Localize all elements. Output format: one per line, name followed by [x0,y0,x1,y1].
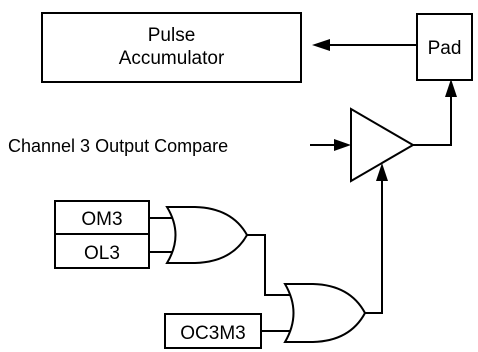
channel3-output-compare-input: Channel 3 Output Compare [8,136,351,156]
pad-block: Pad [416,13,473,81]
om3-label: OM3 [81,209,122,230]
oc3m3-label: OC3M3 [180,323,245,344]
or-gate-1 [165,206,249,264]
or2-to-buffer-arrow [365,163,388,314]
ol3-label: OL3 [84,243,120,264]
pad-box [416,13,473,81]
or-gate-2 [283,283,367,343]
buffer-control-arrowhead [376,163,388,181]
pulse-accumulator-label-line1: Pulse [148,25,196,46]
oc3m3-box [164,313,262,349]
om3-box [54,200,150,235]
buffer-to-pad-arrow [413,79,457,146]
ol3-box [54,233,150,269]
or1-to-or2-wire [247,234,295,296]
ol3-block: OL3 [54,233,150,269]
oc3m3-block: OC3M3 [164,313,262,349]
pad-label: Pad [428,38,462,59]
channel3-output-compare-label: Channel 3 Output Compare [8,136,228,156]
pulse-accumulator-block: Pulse Accumulator [41,12,302,83]
channel3-arrowhead [334,139,351,151]
accumulator-arrowhead [312,39,330,51]
om3-block: OM3 [54,200,150,235]
pulse-accumulator-label-line2: Accumulator [119,48,225,69]
pad-arrowhead [445,79,457,97]
pad-to-accumulator-arrow [312,39,417,51]
pulse-accumulator-box [41,12,302,83]
